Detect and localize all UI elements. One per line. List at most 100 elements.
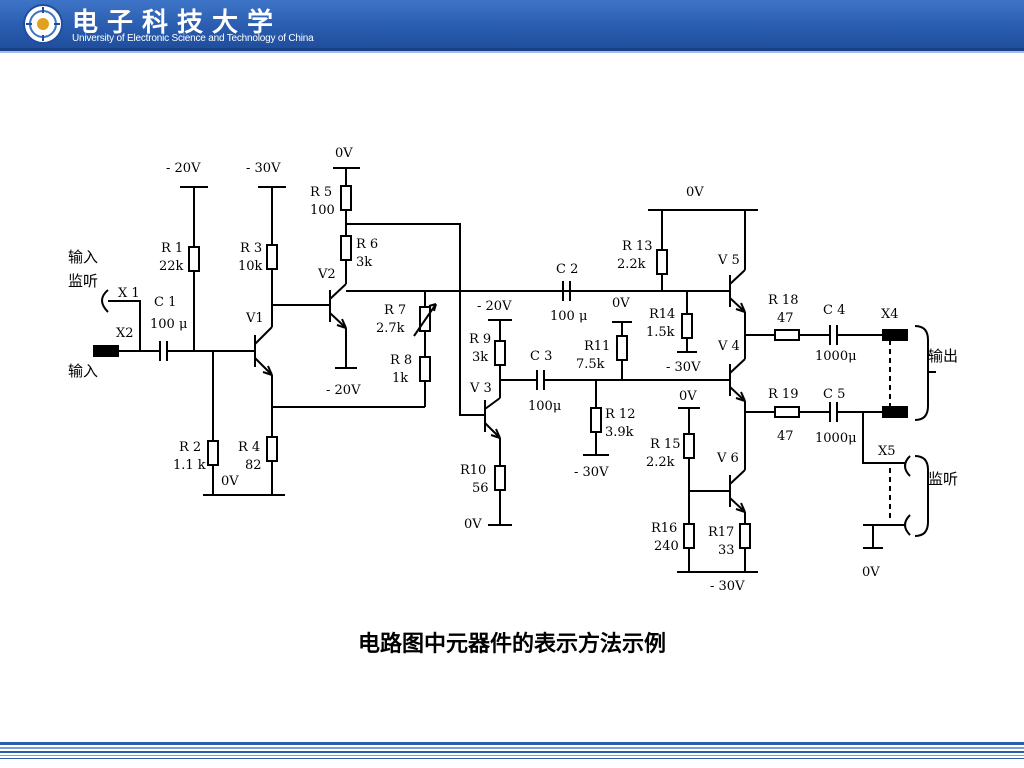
- jack-label: X4: [881, 307, 899, 322]
- component-value: 1k: [392, 371, 408, 386]
- component-name: R 3: [240, 241, 262, 256]
- diagram-caption: 电路图中元器件的表示方法示例: [357, 632, 666, 657]
- component-name: R 6: [356, 237, 378, 252]
- component-name: R 9: [469, 332, 491, 347]
- component-name: R 15: [650, 437, 680, 452]
- output-jack-x4: [882, 329, 908, 341]
- component-name: R10: [460, 463, 486, 478]
- component-value: 3k: [472, 350, 488, 365]
- component-name: R 18: [768, 293, 798, 308]
- input-jack-x2: [93, 345, 119, 357]
- resistor-r19: [774, 406, 800, 418]
- supply-label: 0V: [335, 146, 353, 161]
- resistor-r17: [739, 523, 751, 549]
- resistor-r18: [774, 329, 800, 341]
- supply-label: - 30V: [246, 161, 281, 176]
- resistor-r13: [656, 249, 668, 275]
- jack-x5-upper-icon: [904, 455, 911, 477]
- capacitor-c5: [829, 402, 838, 422]
- footer-stripe: [0, 751, 1024, 753]
- component-name: C 2: [556, 262, 578, 277]
- component-name: R16: [651, 521, 677, 536]
- transistor-v6: [729, 469, 746, 513]
- component-name: R11: [584, 339, 610, 354]
- resistor-r8: [419, 356, 431, 382]
- component-name: R 7: [384, 303, 406, 318]
- output-label: 输出: [928, 347, 958, 365]
- wire-r10: [488, 438, 512, 526]
- capacitor-c1: [159, 341, 168, 361]
- transistor-v2: [329, 283, 347, 329]
- footer-stripe: [0, 755, 1024, 756]
- transistor-label: V 6: [716, 451, 739, 466]
- component-name: R 4: [238, 440, 260, 455]
- capacitor-c4: [829, 325, 838, 345]
- jack-x1-icon: [101, 289, 109, 313]
- footer-stripe: [0, 742, 1024, 745]
- wire-r11: [612, 321, 632, 380]
- component-name: R 19: [768, 387, 798, 402]
- jack-label: X5: [878, 444, 896, 459]
- component-name: C 5: [823, 387, 845, 402]
- wire-r5: [333, 167, 360, 284]
- resistor-r3: [266, 244, 278, 270]
- component-name: R17: [708, 525, 734, 540]
- resistor-r7: [419, 306, 431, 332]
- wire-r14: [677, 291, 697, 353]
- component-name: R 2: [179, 440, 201, 455]
- component-value: 56: [472, 481, 489, 496]
- resistor-r2: [207, 440, 219, 466]
- output-brace-icon: [914, 325, 929, 421]
- capacitor-c3: [536, 370, 545, 390]
- resistor-r16: [683, 523, 695, 549]
- capacitor-c2: [562, 281, 571, 301]
- component-value: 1.5k: [646, 325, 675, 340]
- resistor-r6: [340, 235, 352, 261]
- component-value: 1000μ: [815, 349, 857, 364]
- component-value: 240: [654, 539, 679, 554]
- monitor-label: 监听: [928, 470, 958, 488]
- input-monitor-label: 输入: [68, 248, 98, 266]
- supply-label: 0V: [464, 517, 482, 532]
- jack-x5-lower-icon: [904, 514, 911, 536]
- component-value: 82: [245, 458, 262, 473]
- wire-x1: [108, 300, 141, 351]
- supply-label: 0V: [221, 474, 239, 489]
- component-name: C 4: [823, 303, 845, 318]
- component-value: 33: [718, 543, 735, 558]
- component-value: 22k: [159, 259, 184, 274]
- transistor-label: V1: [245, 311, 264, 326]
- monitor-brace-icon: [914, 455, 929, 537]
- variable-arrow-icon: [413, 303, 437, 337]
- wire-r3: [258, 186, 286, 327]
- resistor-r11: [616, 335, 628, 361]
- resistor-r12: [590, 407, 602, 433]
- resistor-r15: [683, 433, 695, 459]
- component-value: 47: [777, 311, 794, 326]
- component-value: 47: [777, 429, 794, 444]
- supply-label: 0V: [612, 296, 630, 311]
- component-value: 7.5k: [576, 357, 605, 372]
- component-name: R14: [649, 307, 675, 322]
- transistor-label: V 3: [469, 381, 492, 396]
- component-value: 100 μ: [550, 309, 587, 324]
- transistor-v5: [729, 269, 746, 313]
- transistor-label: V 5: [717, 253, 740, 268]
- transistor-label: V 4: [717, 339, 740, 354]
- component-name: R 13: [622, 239, 652, 254]
- resistor-r9: [494, 340, 506, 366]
- footer-stripe: [0, 758, 1024, 759]
- input-monitor-label: 监听: [68, 272, 98, 290]
- transistor-v3: [484, 397, 501, 439]
- wire-r1: [180, 186, 208, 351]
- output-jack-x4b: [882, 406, 908, 418]
- circuit-diagram: - 20V - 30V 0V - 20V - 20V 0V - 30V 0V -…: [68, 146, 958, 594]
- component-value: 100: [310, 203, 335, 218]
- component-name: R 1: [161, 241, 183, 256]
- component-value: 100μ: [528, 399, 561, 414]
- jack-label: X 1: [118, 286, 140, 301]
- supply-label: - 30V: [666, 360, 701, 375]
- supply-label: - 20V: [166, 161, 201, 176]
- transistor-v4: [729, 358, 746, 402]
- supply-label: 0V: [686, 185, 704, 200]
